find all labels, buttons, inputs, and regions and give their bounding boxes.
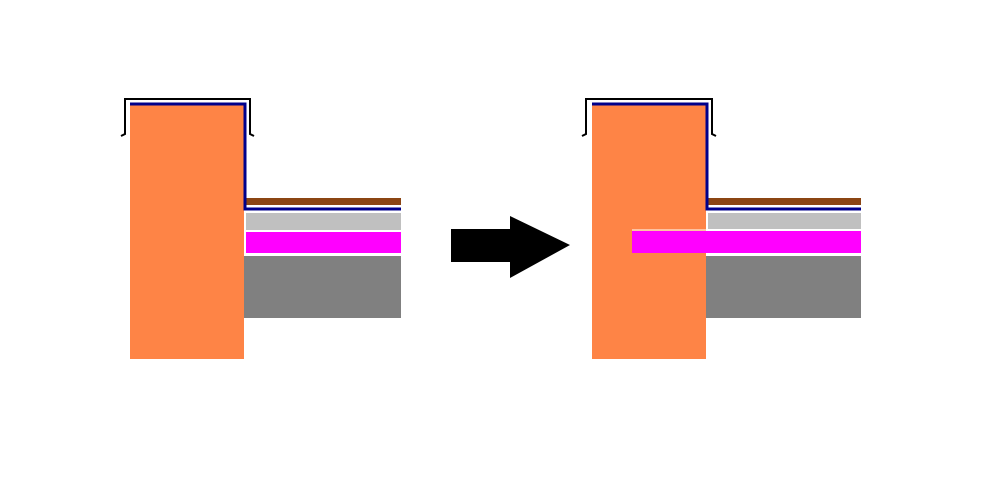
screed-layer <box>708 198 861 205</box>
coping-flashing <box>120 98 255 137</box>
coping-flashing <box>581 98 717 137</box>
screed-layer <box>246 198 401 205</box>
detail-after <box>581 98 861 359</box>
brick-wall <box>130 105 244 359</box>
separation-layer <box>708 213 861 229</box>
waterproofing-membrane <box>130 102 401 211</box>
waterproofing-membrane <box>592 102 861 211</box>
detail-before <box>120 98 401 359</box>
separation-layer <box>246 213 401 230</box>
insulation-layer <box>632 231 861 253</box>
insulation-layer <box>246 232 401 253</box>
transition-arrow <box>451 216 570 278</box>
